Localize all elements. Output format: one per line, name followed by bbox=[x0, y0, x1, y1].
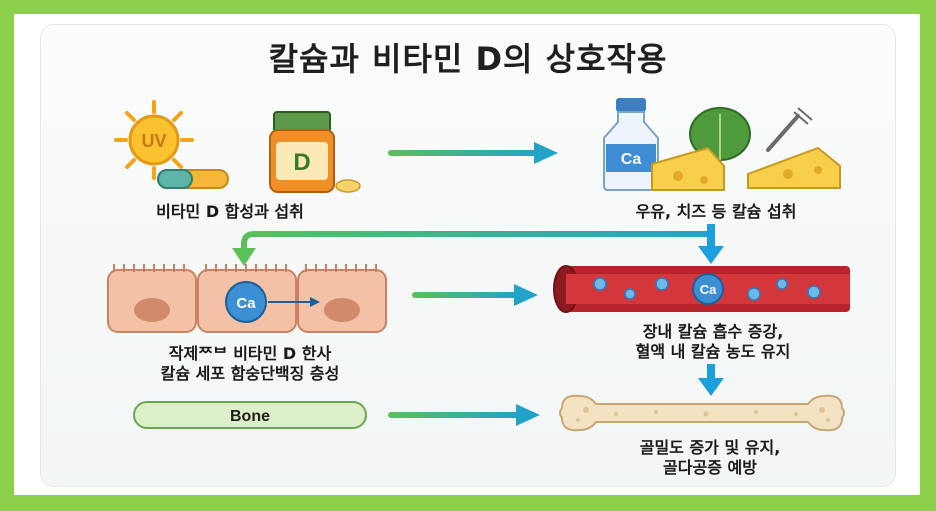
bone-tag-text: Bone bbox=[230, 408, 270, 425]
arrow-bone-tag-to-bone bbox=[388, 404, 540, 426]
diagram-title: 칼슘과 비타민 D의 상호작용 bbox=[268, 40, 668, 78]
greens-cheese-icon bbox=[651, 107, 841, 191]
arrow-cells-to-blood bbox=[412, 284, 538, 306]
label-bone-line2: 골다공증 예방 bbox=[663, 458, 757, 477]
milk-ca-text: Ca bbox=[621, 151, 642, 168]
arrow-vitd-to-dairy bbox=[388, 142, 558, 164]
bone-tag: Bone bbox=[133, 401, 367, 429]
sun-uv-text: UV bbox=[141, 131, 166, 151]
label-absorb-line1: 장내 칼슘 흡수 증강, bbox=[642, 322, 784, 341]
capsule-icon bbox=[157, 169, 229, 189]
blood-vessel-icon: Ca bbox=[553, 265, 850, 313]
bottle-d-text: D bbox=[293, 149, 310, 176]
blood-ca-text: Ca bbox=[700, 282, 717, 297]
label-dairy-intake: 우유, 치즈 등 칼슘 섭취 bbox=[635, 202, 797, 221]
sun-uv-icon: UV bbox=[114, 100, 194, 180]
cell-ca-text: Ca bbox=[236, 295, 256, 312]
label-cell-line1: 작제ᄍᄇ 비타민 D 한사 bbox=[168, 344, 332, 363]
label-bone-line1: 골밀도 증가 및 유지, bbox=[639, 438, 781, 457]
arrow-blood-to-bone bbox=[698, 364, 724, 396]
arrow-dairy-to-blood bbox=[698, 224, 724, 264]
label-absorb-line2: 혈액 내 칼슘 농도 유지 bbox=[635, 342, 791, 361]
bone-icon bbox=[559, 394, 845, 432]
label-cell-line2: 칼슘 세포 함숭단백징 층성 bbox=[160, 364, 340, 383]
intestinal-cells-icon: Ca bbox=[107, 264, 387, 333]
milk-bottle-icon: Ca bbox=[603, 98, 659, 191]
vitamin-d-bottle-icon: D bbox=[269, 111, 361, 193]
label-vitd-intake: 비타민 D 합성과 섭취 bbox=[156, 202, 304, 221]
arrow-dairy-to-cells bbox=[232, 231, 708, 266]
